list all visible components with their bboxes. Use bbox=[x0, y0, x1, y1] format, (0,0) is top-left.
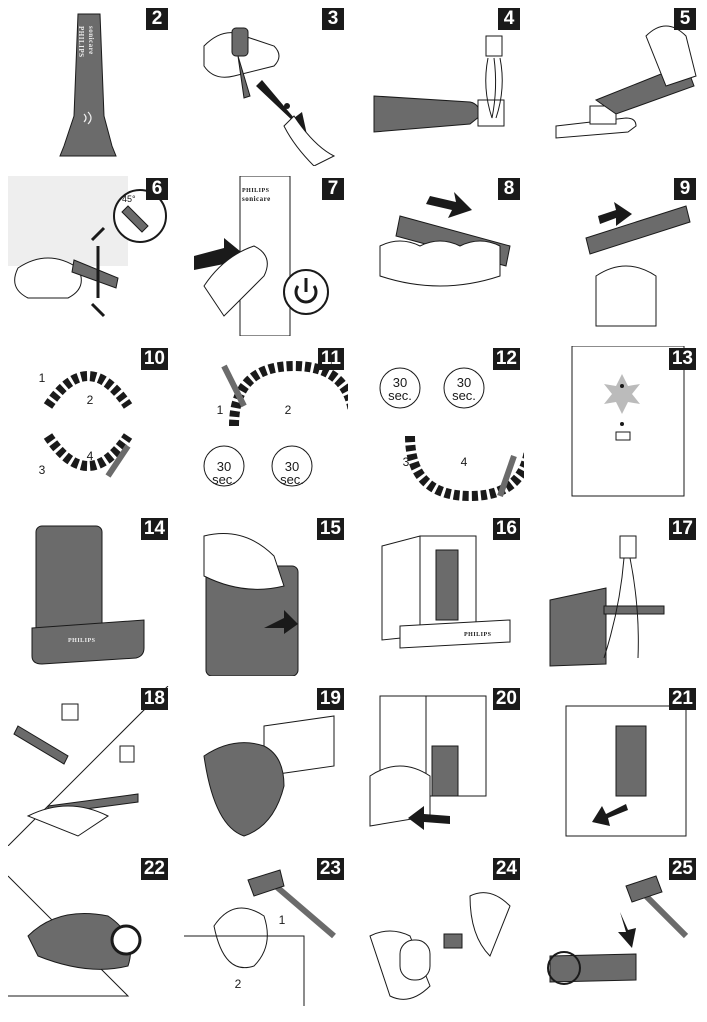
step-11-panel: 1 2 30 sec. 30 sec. 11 bbox=[184, 346, 348, 506]
zone-3-label: 3 bbox=[402, 455, 410, 469]
step-7-panel: PHILIPS sonicare 7 bbox=[184, 176, 348, 336]
step-21-panel: 21 bbox=[536, 686, 700, 846]
step-17-panel: 17 bbox=[536, 516, 700, 676]
sanitizer-open-illustration bbox=[381, 535, 511, 649]
step-number: 14 bbox=[140, 518, 168, 540]
upper-jaw-timer-illustration bbox=[203, 360, 348, 487]
step-25-panel: 25 bbox=[536, 856, 700, 1016]
step-number: 4 bbox=[498, 8, 520, 30]
charger-brand-label: PHILIPS bbox=[464, 632, 492, 638]
step-5-panel: 5 bbox=[536, 6, 700, 166]
apply-toothpaste-illustration bbox=[555, 25, 697, 139]
zone-1-label: 1 bbox=[38, 371, 46, 385]
instruction-grid: PHILIPS sonicare 2 3 4 5 bbox=[8, 6, 700, 1018]
wrap-bulb-illustration bbox=[8, 875, 142, 997]
step-number: 6 bbox=[146, 178, 168, 200]
rinse-brush-illustration bbox=[373, 35, 505, 133]
step-4-panel: 4 bbox=[360, 6, 524, 166]
step-12-panel: 30 sec. 30 sec. 3 4 12 bbox=[360, 346, 524, 506]
zone-2-label: 2 bbox=[284, 403, 292, 417]
timer-2-value: 30 bbox=[284, 459, 300, 474]
step-number: 2 bbox=[146, 8, 168, 30]
zone-3-label: 3 bbox=[38, 463, 46, 477]
remove-battery-cap-illustration bbox=[369, 892, 511, 1000]
step-14-panel: PHILIPS 14 bbox=[8, 516, 172, 676]
charger-brand-label: PHILIPS bbox=[68, 638, 96, 644]
quadrants-illustration bbox=[43, 371, 133, 478]
step-number: 24 bbox=[492, 858, 520, 880]
zone-1-label: 1 bbox=[216, 403, 224, 417]
brand-sub-label: sonicare bbox=[242, 195, 271, 203]
brush-teeth-inner-illustration bbox=[585, 202, 691, 327]
step-18-panel: 18 bbox=[8, 686, 172, 846]
step-number: 17 bbox=[668, 518, 696, 540]
step-19-panel: 19 bbox=[184, 686, 348, 846]
step-9-panel: 9 bbox=[536, 176, 700, 336]
step-2-label: 2 bbox=[234, 977, 242, 991]
timer-1-value: 30 bbox=[216, 459, 232, 474]
remove-tray-illustration bbox=[369, 695, 487, 830]
step-number: 13 bbox=[668, 348, 696, 370]
timer-2-value: 30 bbox=[456, 375, 472, 390]
step-10-panel: 1 2 3 4 10 bbox=[8, 346, 172, 506]
step-number: 7 bbox=[322, 178, 344, 200]
step-number: 10 bbox=[140, 348, 168, 370]
step-2-panel: PHILIPS sonicare 2 bbox=[8, 6, 172, 166]
remove-bulb-illustration bbox=[565, 705, 687, 837]
step-number: 5 bbox=[674, 8, 696, 30]
step-number: 16 bbox=[492, 518, 520, 540]
step-13-panel: 13 bbox=[536, 346, 700, 506]
brush-teeth-outer-illustration bbox=[379, 192, 511, 287]
step-15-panel: 15 bbox=[184, 516, 348, 676]
attach-brush-head-illustration bbox=[203, 27, 336, 166]
step-number: 3 bbox=[322, 8, 344, 30]
brand-label: PHILIPS bbox=[77, 26, 85, 58]
hammer-handle-illustration bbox=[547, 875, 689, 985]
step-number: 21 bbox=[668, 688, 696, 710]
step-number: 20 bbox=[492, 688, 520, 710]
step-22-panel: 22 bbox=[8, 856, 172, 1016]
step-8-panel: 8 bbox=[360, 176, 524, 336]
timer-2-unit: sec. bbox=[280, 472, 304, 487]
brand-label: PHILIPS bbox=[242, 188, 270, 194]
step-number: 8 bbox=[498, 178, 520, 200]
timer-1-unit: sec. bbox=[212, 472, 236, 487]
open-sanitizer-illustration bbox=[203, 533, 299, 676]
brush-angle-illustration bbox=[8, 176, 167, 318]
step-number: 18 bbox=[140, 688, 168, 710]
step-number: 15 bbox=[316, 518, 344, 540]
zone-2-label: 2 bbox=[86, 393, 94, 407]
step-24-panel: 24 bbox=[360, 856, 524, 1016]
step-number: 9 bbox=[674, 178, 696, 200]
sanitizer-charger-illustration bbox=[31, 525, 145, 665]
rinse-handle-illustration bbox=[549, 535, 665, 667]
zone-4-label: 4 bbox=[460, 455, 468, 469]
step-number: 12 bbox=[492, 348, 520, 370]
step-23-panel: 1 2 23 bbox=[184, 856, 348, 1016]
indicator-lights-illustration bbox=[571, 346, 685, 497]
handle-illustration bbox=[59, 13, 117, 157]
step-number: 25 bbox=[668, 858, 696, 880]
step-number: 19 bbox=[316, 688, 344, 710]
break-bulb-illustration bbox=[184, 869, 336, 1006]
zone-4-label: 4 bbox=[86, 449, 94, 463]
step-20-panel: 20 bbox=[360, 686, 524, 846]
step-number: 22 bbox=[140, 858, 168, 880]
brand-sub-label: sonicare bbox=[87, 26, 95, 55]
timer-1-unit: sec. bbox=[388, 388, 412, 403]
step-number: 11 bbox=[317, 348, 344, 370]
rinse-brush-head-illustration bbox=[8, 686, 169, 846]
step-16-panel: PHILIPS 16 bbox=[360, 516, 524, 676]
angle-label: 45° bbox=[122, 194, 136, 204]
wipe-charger-illustration bbox=[203, 715, 335, 837]
step-3-panel: 3 bbox=[184, 6, 348, 166]
timer-1-value: 30 bbox=[392, 375, 408, 390]
step-6-panel: 45° 6 bbox=[8, 176, 172, 336]
step-number: 23 bbox=[316, 858, 344, 880]
step-1-label: 1 bbox=[278, 913, 286, 927]
timer-2-unit: sec. bbox=[452, 388, 476, 403]
power-button-illustration bbox=[194, 176, 329, 336]
lower-jaw-timer-illustration bbox=[379, 367, 524, 502]
